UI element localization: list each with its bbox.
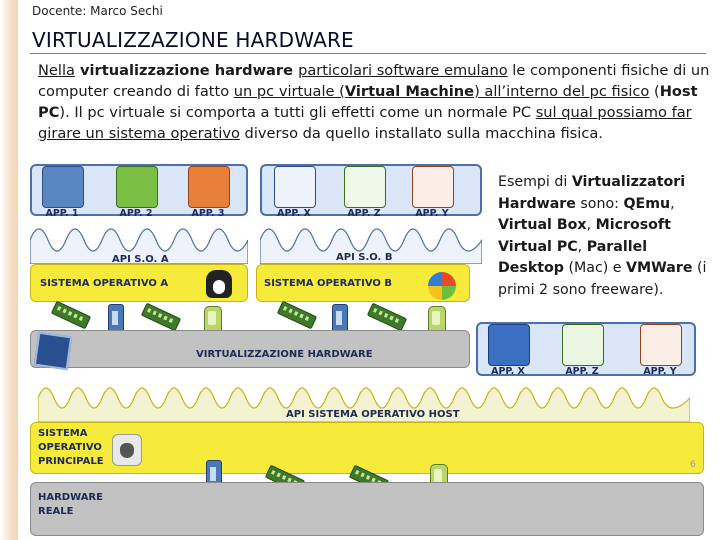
api-b-wave bbox=[260, 228, 482, 264]
app-1-icon bbox=[42, 166, 84, 208]
ex-t11: (Mac) e bbox=[563, 260, 627, 277]
ex-t2: Virtualizzatori Hardware bbox=[498, 174, 686, 212]
host-os-label-1: SISTEMA bbox=[38, 428, 88, 439]
para-s2: virtualizzazione hardware bbox=[74, 62, 299, 79]
app-2-label: APP. 2 bbox=[119, 208, 153, 219]
app-3: APP. 3 bbox=[184, 166, 232, 222]
app-z-vm: APP. Z bbox=[340, 166, 388, 222]
ex-t10: Parallel Desktop bbox=[498, 238, 648, 277]
virtualization-diagram: APP. 1 APP. 2 APP. 3 APP. X APP. Z APP. … bbox=[24, 158, 710, 540]
app-3-icon bbox=[188, 166, 230, 208]
ex-t12: VMWare bbox=[626, 260, 693, 277]
app-1-label: APP. 1 bbox=[45, 208, 79, 219]
left-decorative-bar bbox=[0, 0, 18, 540]
host-os-label-2: OPERATIVO bbox=[38, 442, 102, 453]
ex-t8: Microsoft Virtual PC bbox=[498, 217, 671, 255]
para-s13: diverso da quello installato sulla macch… bbox=[239, 125, 603, 142]
app-x-vm: APP. X bbox=[270, 166, 318, 222]
hardware-label-1: HARDWARE bbox=[38, 492, 103, 503]
hardware-band bbox=[30, 482, 704, 536]
app-y-vm: APP. Y bbox=[408, 166, 456, 222]
app-x-vm-label: APP. X bbox=[277, 208, 311, 219]
windows-logo-icon bbox=[428, 272, 456, 300]
ex-t9: , bbox=[577, 238, 587, 255]
ram-chip-a2 bbox=[140, 302, 182, 332]
app-3-label: APP. 3 bbox=[191, 208, 225, 219]
ram-chip-a1 bbox=[50, 300, 92, 330]
app-x-host: APP. X bbox=[484, 324, 532, 380]
excel-icon-host bbox=[562, 324, 604, 366]
para-s7: ) bbox=[474, 83, 480, 100]
para-s10: Host PC bbox=[38, 83, 698, 121]
app-1: APP. 1 bbox=[38, 166, 86, 222]
virtualization-label: VIRTUALIZZAZIONE HARDWARE bbox=[196, 349, 373, 360]
apple-logo-icon bbox=[112, 434, 142, 466]
app-y-host: APP. Y bbox=[636, 324, 684, 380]
ex-t4: QEmu bbox=[623, 195, 671, 212]
para-s5: un pc virtuale ( bbox=[233, 83, 345, 100]
apple-shape bbox=[120, 443, 134, 458]
ex-t13: (i primi 2 sono freeware). bbox=[498, 260, 707, 298]
ex-t1: Esempi di bbox=[498, 174, 572, 190]
para-s12: sul qual possiamo far girare un sistema … bbox=[38, 104, 692, 142]
teacher-label: Docente: Marco Sechi bbox=[32, 4, 163, 18]
para-s4: le componenti fisiche di un computer cre… bbox=[38, 62, 710, 100]
ex-t5: , bbox=[670, 195, 675, 212]
app-y-host-label: APP. Y bbox=[643, 366, 677, 377]
para-s3: particolari software emulano bbox=[298, 62, 508, 79]
app-2: APP. 2 bbox=[112, 166, 160, 222]
para-s1: Nella bbox=[38, 62, 75, 79]
api-b-label: API S.O. B bbox=[336, 252, 393, 263]
para-s6: Virtual Machine bbox=[344, 83, 475, 100]
word-icon-host bbox=[488, 324, 530, 366]
app-z-host-label: APP. Z bbox=[565, 366, 599, 377]
ram-chip-b1 bbox=[276, 300, 318, 330]
intro-paragraph: Nella virtualizzazione hardware particol… bbox=[38, 60, 710, 144]
api-host-wave bbox=[38, 387, 690, 422]
page-number: 6 bbox=[690, 460, 696, 470]
api-a-label: API S.O. A bbox=[112, 254, 169, 265]
api-host-label: API SISTEMA OPERATIVO HOST bbox=[286, 409, 460, 420]
app-z-host: APP. Z bbox=[558, 324, 606, 380]
ex-t3: sono: bbox=[575, 195, 624, 212]
virtualization-band bbox=[30, 330, 470, 368]
word-doc-icon bbox=[274, 166, 316, 208]
para-s9: ( bbox=[649, 83, 660, 100]
para-s8: all’interno del pc fisico bbox=[479, 83, 650, 100]
slide-title: VIRTUALIZZAZIONE HARDWARE bbox=[32, 28, 354, 52]
penguin-belly bbox=[213, 280, 225, 294]
powerpoint-icon-host bbox=[640, 324, 682, 366]
powerpoint-doc-icon bbox=[412, 166, 454, 208]
app-y-vm-label: APP. Y bbox=[415, 208, 449, 219]
api-a-wave bbox=[30, 228, 248, 264]
host-os-label-3: PRINCIPALE bbox=[38, 456, 104, 467]
virtualbox-cube-icon bbox=[33, 331, 73, 371]
title-divider bbox=[30, 53, 706, 54]
os-a-label: SISTEMA OPERATIVO A bbox=[40, 278, 169, 289]
linux-penguin-icon bbox=[206, 270, 232, 298]
app-x-host-label: APP. X bbox=[491, 366, 525, 377]
examples-text: Esempi di Virtualizzatori Hardware sono:… bbox=[498, 172, 708, 302]
excel-doc-icon bbox=[344, 166, 386, 208]
hardware-label-2: REALE bbox=[38, 506, 74, 517]
ex-t6: Virtual Box bbox=[498, 217, 587, 234]
ex-t7: , bbox=[586, 217, 596, 234]
ram-chip-b2 bbox=[366, 302, 408, 332]
app-z-vm-label: APP. Z bbox=[347, 208, 381, 219]
para-s11: ). Il pc virtuale si comporta a tutti gl… bbox=[59, 104, 536, 121]
os-b-label: SISTEMA OPERATIVO B bbox=[264, 278, 392, 289]
app-2-icon bbox=[116, 166, 158, 208]
